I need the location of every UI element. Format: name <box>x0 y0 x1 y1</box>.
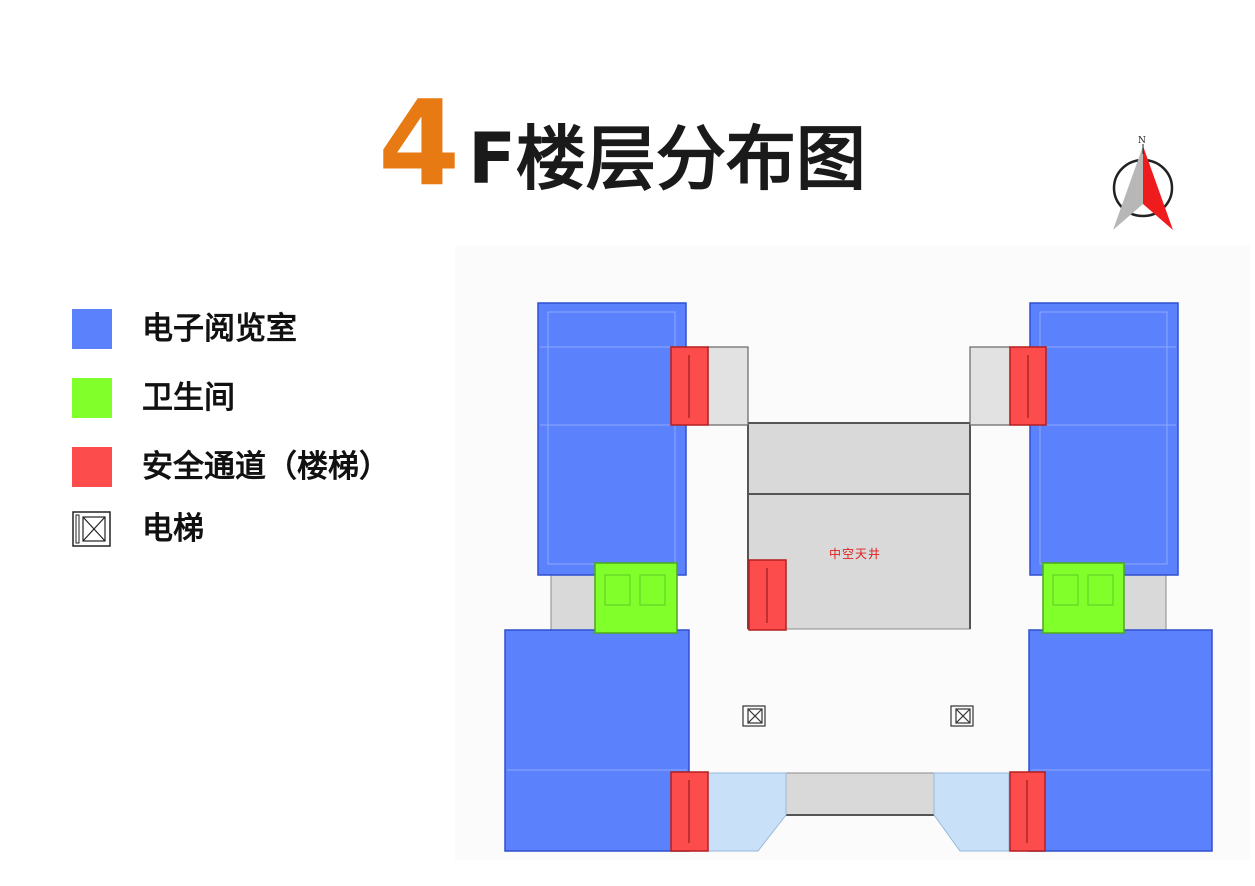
legend-label: 卫生间 <box>142 379 235 416</box>
title-text: F楼层分布图 <box>468 118 866 200</box>
legend-item-reading-room: 电子阅览室 <box>72 309 297 349</box>
atrium-upper <box>747 422 971 495</box>
legend-swatch-blue <box>72 309 112 349</box>
reading-rooms <box>504 302 1213 852</box>
compass-north-label: N <box>1138 136 1146 146</box>
elevator-icon <box>72 511 111 547</box>
service-rooms <box>707 346 1011 426</box>
elevators <box>742 705 974 727</box>
reading-room-nw <box>537 302 687 576</box>
service-room-right <box>969 346 1011 426</box>
compass-needle-grey <box>1113 146 1143 230</box>
legend-item-elevator: 电梯 <box>72 509 204 549</box>
floor-number: 4 <box>378 74 460 212</box>
legend-label: 安全通道（楼梯） <box>142 448 390 485</box>
bottom-corridor <box>785 772 935 816</box>
reading-room-ne <box>1029 302 1179 576</box>
elevator-icon <box>950 705 974 727</box>
compass-needle-red <box>1143 146 1173 230</box>
legend-item-restroom: 卫生间 <box>72 378 235 418</box>
reading-room-sw <box>504 629 690 852</box>
right-link-corridor <box>1121 574 1167 631</box>
reading-room-se <box>1028 629 1213 852</box>
elevator-icon <box>742 705 766 727</box>
atrium-void-label: 中空天井 <box>829 547 882 561</box>
compass-icon: N <box>1112 136 1174 230</box>
glass-area-right <box>933 772 1010 852</box>
page-title: 4 F楼层分布图 <box>378 82 866 202</box>
service-room-left <box>707 346 749 426</box>
legend-item-stairs: 安全通道（楼梯） <box>72 447 390 487</box>
legend-label: 电子阅览室 <box>142 310 297 347</box>
glass-areas <box>707 772 1010 852</box>
left-link-corridor <box>550 574 597 631</box>
legend-swatch-green <box>72 378 112 418</box>
restroom-right <box>1042 562 1125 634</box>
legend-swatch-red <box>72 447 112 487</box>
glass-area-left <box>707 772 787 852</box>
legend-label: 电梯 <box>142 510 204 547</box>
